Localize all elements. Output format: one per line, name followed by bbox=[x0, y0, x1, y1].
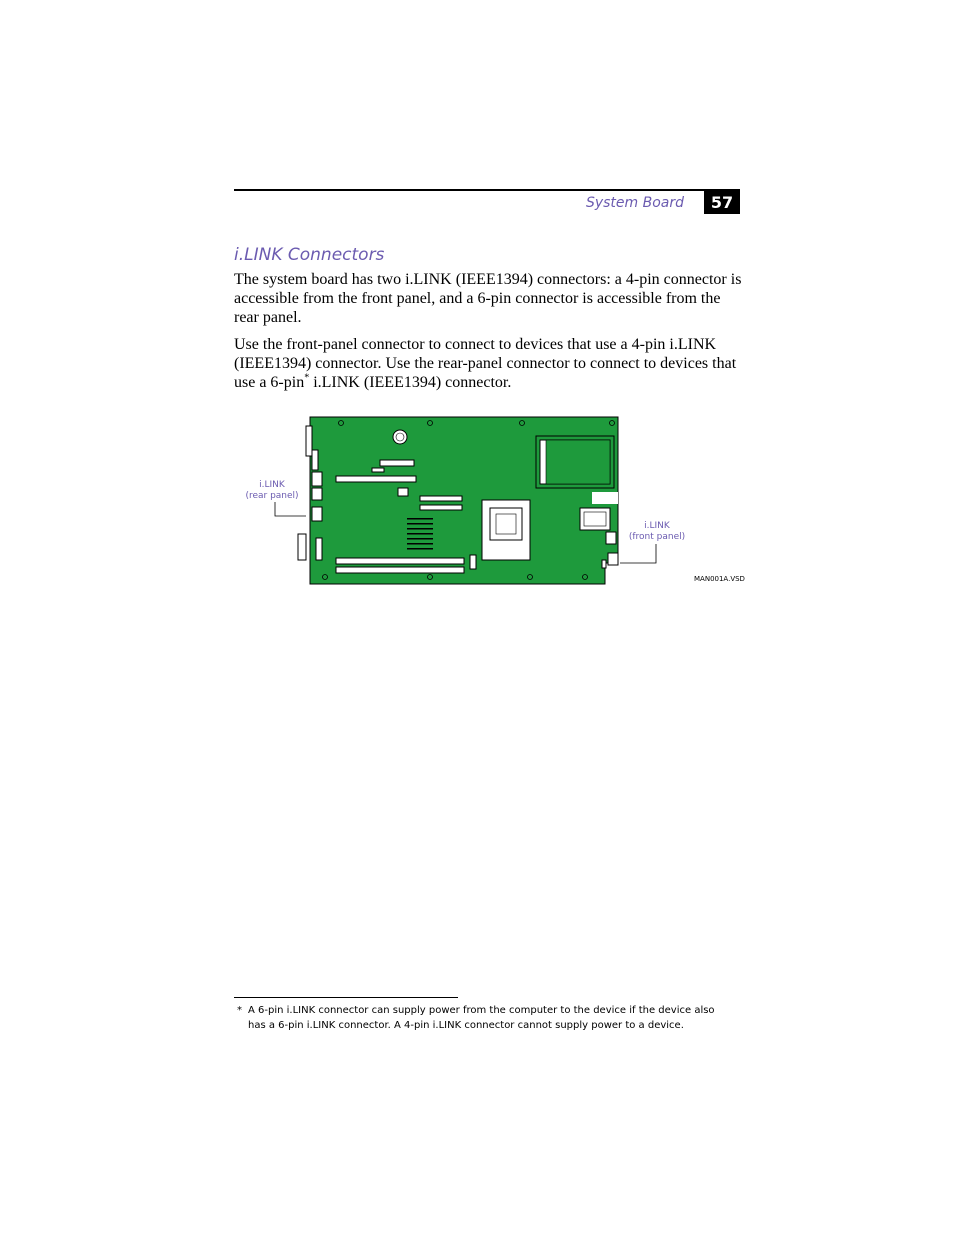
ide-connectors bbox=[419, 495, 463, 502]
memory-slot-1 bbox=[335, 557, 465, 565]
paragraph-2-text-end: i.LINK (IEEE1394) connector. bbox=[309, 374, 512, 391]
memory-slot-2 bbox=[335, 566, 465, 574]
header-connector bbox=[379, 459, 415, 467]
callout-rear-ilink: i.LINK (rear panel) bbox=[243, 480, 301, 502]
front-ilink-connector bbox=[607, 552, 619, 566]
rear-ilink-connector bbox=[311, 506, 323, 522]
callout-front-sublabel: (front panel) bbox=[628, 532, 686, 542]
power-connector bbox=[579, 507, 611, 531]
footnote: * A 6-pin i.LINK connector can supply po… bbox=[234, 1003, 734, 1033]
header-rule bbox=[234, 189, 740, 191]
footnote-rule bbox=[234, 997, 458, 998]
chip-array bbox=[407, 518, 433, 550]
callout-rear-label: i.LINK bbox=[259, 480, 285, 490]
figure-id: MAN001A.VSD bbox=[694, 575, 745, 583]
cmos-battery bbox=[392, 429, 408, 445]
running-head: System Board bbox=[585, 195, 684, 211]
callout-front-ilink: i.LINK (front panel) bbox=[628, 521, 686, 543]
rear-io-serial bbox=[305, 425, 313, 457]
footnote-mark: * bbox=[237, 1005, 242, 1016]
mounting-holes bbox=[322, 420, 615, 580]
page-number: 57 bbox=[704, 191, 740, 214]
paragraph-1: The system board has two i.LINK (IEEE139… bbox=[234, 271, 742, 326]
rear-ilink-leader bbox=[274, 502, 306, 517]
paragraph-2: Use the front-panel connector to connect… bbox=[234, 335, 744, 392]
footnote-text: A 6-pin i.LINK connector can supply powe… bbox=[248, 1005, 715, 1031]
callout-front-label: i.LINK bbox=[644, 521, 670, 531]
front-ilink-leader bbox=[620, 544, 657, 564]
section-title: i.LINK Connectors bbox=[234, 245, 385, 265]
callout-rear-sublabel: (rear panel) bbox=[245, 491, 299, 501]
system-board-figure bbox=[274, 416, 657, 585]
footnote-reference: * bbox=[304, 372, 310, 384]
paragraph-2-text: Use the front-panel connector to connect… bbox=[234, 336, 737, 391]
